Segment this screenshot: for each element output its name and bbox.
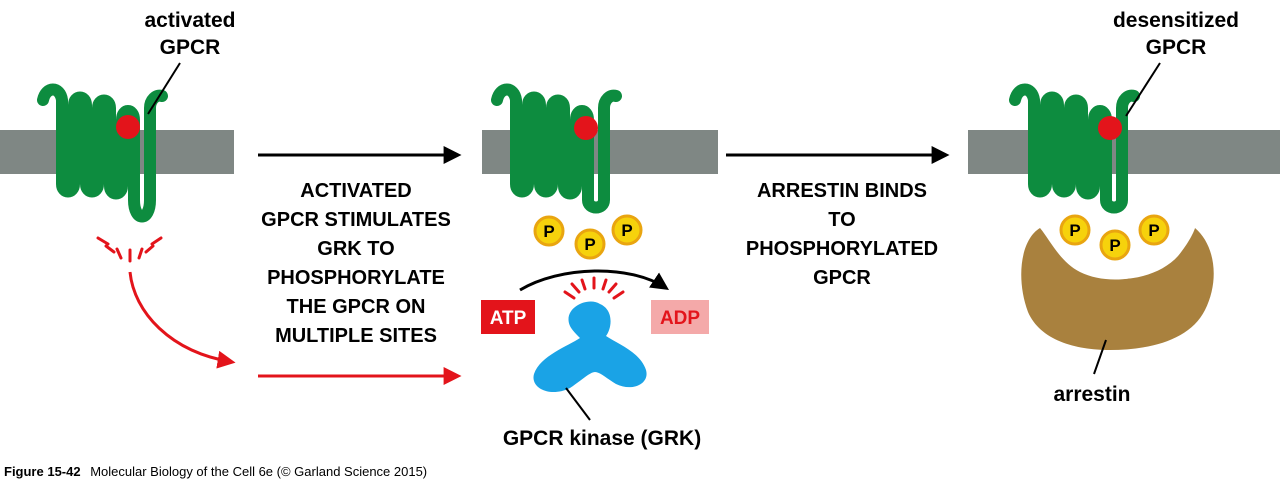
phosphate-1: P — [533, 215, 565, 247]
atp-adp-arrow — [519, 269, 669, 292]
figure-number: Figure 15-42 — [4, 464, 81, 479]
label-activated-line1: activated — [144, 9, 235, 32]
atp-box — [481, 300, 535, 334]
gpcr-desensitized — [1009, 83, 1140, 214]
step1-line: ACTIVATED — [300, 180, 411, 202]
red-curved-arrow — [128, 271, 236, 369]
step1-line: PHOSPHORYLATE — [267, 267, 445, 289]
leader-arrestin — [1093, 339, 1107, 375]
label-arrestin: arrestin — [1053, 383, 1130, 406]
gpcr-phosphorylated — [491, 83, 622, 214]
phosphate-3: P — [1138, 214, 1170, 246]
activation-burst-kinase — [563, 276, 625, 300]
step1-line: THE GPCR ON — [287, 296, 426, 318]
figure-caption: Figure 15-42 Molecular Biology of the Ce… — [4, 464, 427, 479]
phosphate-1: P — [1059, 214, 1091, 246]
leader-activated — [147, 62, 181, 115]
step2-line: ARRESTIN BINDS — [757, 180, 927, 202]
atp-label: ATP — [490, 308, 527, 329]
step2-line: GPCR — [813, 267, 871, 289]
ligand-dot — [1098, 116, 1122, 140]
adp-box — [651, 300, 709, 334]
svg-text:P: P — [543, 222, 554, 241]
leader-desensitized — [1125, 62, 1161, 117]
svg-text:P: P — [1148, 221, 1159, 240]
phosphate-3: P — [611, 214, 643, 246]
figure-source: Molecular Biology of the Cell 6e (© Garl… — [90, 464, 427, 479]
step2-line: PHOSPHORYLATED — [746, 238, 938, 260]
step1-text: ACTIVATED GPCR STIMULATES GRK TO PHOSPHO… — [261, 180, 451, 347]
svg-text:P: P — [584, 235, 595, 254]
step2-line: TO — [828, 209, 855, 231]
label-desensitized-line2: GPCR — [1146, 36, 1207, 59]
activation-burst-left — [96, 236, 163, 263]
ligand-dot — [116, 115, 140, 139]
phosphate-2: P — [574, 228, 606, 260]
kinase-shape — [533, 301, 647, 393]
ligand-dot — [574, 116, 598, 140]
adp-label: ADP — [660, 308, 700, 329]
leader-grk — [565, 387, 591, 421]
svg-text:P: P — [621, 221, 632, 240]
step1-line: MULTIPLE SITES — [275, 325, 437, 347]
svg-text:P: P — [1109, 236, 1120, 255]
gpcr-activated — [37, 83, 168, 223]
label-desensitized-line1: desensitized — [1113, 9, 1239, 32]
step1-line: GRK TO — [317, 238, 394, 260]
arrestin-shape — [1021, 228, 1214, 350]
step2-text: ARRESTIN BINDS TO PHOSPHORYLATED GPCR — [746, 180, 938, 289]
step1-line: GPCR STIMULATES — [261, 209, 451, 231]
phosphate-2: P — [1099, 229, 1131, 261]
label-activated-line2: GPCR — [160, 36, 221, 59]
phosphate-group-right: P P P — [1059, 214, 1170, 261]
svg-text:P: P — [1069, 221, 1080, 240]
phosphate-group-middle: P P P — [533, 214, 643, 260]
label-grk: GPCR kinase (GRK) — [503, 427, 701, 450]
